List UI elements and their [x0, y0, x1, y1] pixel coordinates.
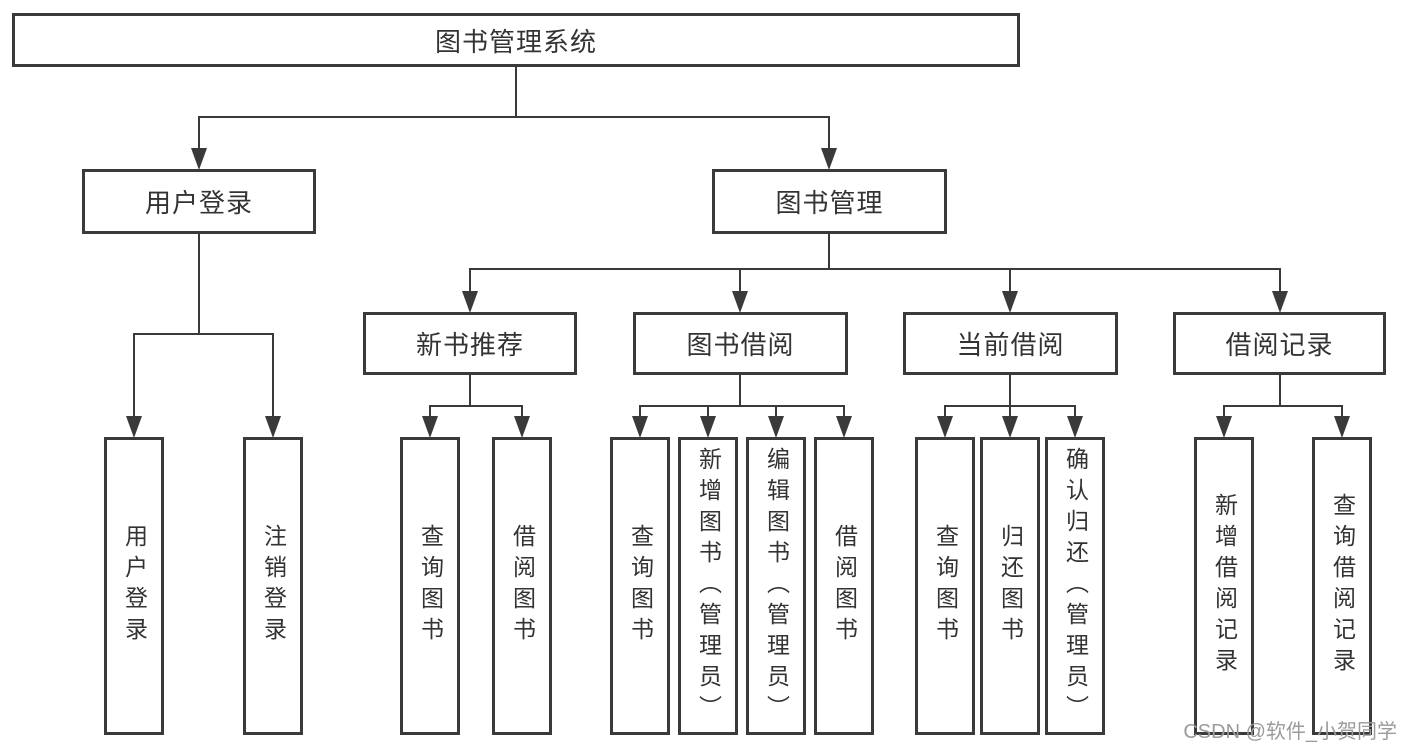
connector-l3-shaft	[1279, 269, 1281, 294]
leaf-current-confirm-return-admin: 确认归还（管理员）	[1045, 437, 1105, 735]
connector-leaf-shaft	[639, 406, 641, 418]
leaf-newbook-query-book: 查询图书	[400, 437, 460, 735]
node-user-login-label: 用户登录	[144, 188, 253, 218]
leaf-newbook-borrow-book: 借阅图书	[492, 437, 552, 735]
arrow-down-icon	[1002, 416, 1018, 438]
connector-leaf-shaft	[133, 334, 135, 418]
node-book-borrow: 图书借阅	[633, 312, 848, 375]
connector-leaf-shaft	[775, 406, 777, 418]
leaf-records-query-record: 查询借阅记录	[1312, 437, 1372, 735]
arrow-down-icon	[126, 416, 142, 438]
node-borrow-records-label: 借阅记录	[1225, 330, 1334, 360]
arrow-down-icon	[1216, 416, 1232, 438]
arrow-down-icon	[821, 148, 837, 170]
leaf-borrow-borrow-book: 借阅图书	[814, 437, 874, 735]
connector-l3-shaft	[469, 269, 471, 294]
connector-l3-shaft	[739, 269, 741, 294]
leaf-borrow-add-book-admin: 新增图书（管理员）	[678, 437, 738, 735]
connector-newbook-hbar	[429, 405, 523, 407]
leaf-label: 新增图书（管理员）	[695, 446, 722, 726]
connector-leaf-shaft	[521, 406, 523, 418]
connector-root-stem	[515, 66, 517, 117]
connector-borrow-stem	[739, 374, 741, 407]
connector-leaf-shaft	[429, 406, 431, 418]
leaf-label: 归还图书	[997, 524, 1024, 648]
connector-newbook-stem	[469, 374, 471, 407]
node-current-borrow-label: 当前借阅	[956, 330, 1065, 360]
arrow-down-icon	[732, 291, 748, 313]
connector-leaf-shaft	[707, 406, 709, 418]
leaf-current-query-book: 查询图书	[915, 437, 975, 735]
arrow-down-icon	[1002, 291, 1018, 313]
leaf-label: 借阅图书	[831, 524, 858, 648]
leaf-user-login: 用户登录	[104, 437, 164, 735]
connector-bookmgmt-stem	[828, 233, 830, 270]
arrow-down-icon	[1334, 416, 1350, 438]
connector-bookmgmt-hbar	[469, 268, 1281, 270]
arrow-down-icon	[1067, 416, 1083, 438]
connector-borrow-hbar	[639, 405, 845, 407]
node-borrow-records: 借阅记录	[1173, 312, 1386, 375]
arrow-down-icon	[1272, 291, 1288, 313]
leaf-label: 编辑图书（管理员）	[763, 446, 790, 726]
node-root-label: 图书管理系统	[434, 26, 597, 57]
arrow-down-icon	[265, 416, 281, 438]
connector-leaf-shaft	[1223, 406, 1225, 418]
connector-records-hbar	[1223, 405, 1343, 407]
leaf-label: 查询图书	[417, 524, 444, 648]
leaf-label: 借阅图书	[509, 524, 536, 648]
watermark-text: CSDN @软件_小贺同学	[1183, 721, 1397, 743]
leaf-logout: 注销登录	[243, 437, 303, 735]
leaf-borrow-edit-book-admin: 编辑图书（管理员）	[746, 437, 806, 735]
connector-l3-shaft	[1009, 269, 1011, 294]
arrow-down-icon	[191, 148, 207, 170]
leaf-label: 新增借阅记录	[1211, 493, 1238, 679]
connector-leaf-shaft	[1074, 406, 1076, 418]
node-new-book-recommend-label: 新书推荐	[415, 330, 524, 360]
node-current-borrow: 当前借阅	[903, 312, 1118, 375]
arrow-down-icon	[937, 416, 953, 438]
arrow-down-icon	[462, 291, 478, 313]
connector-leaf-shaft	[843, 406, 845, 418]
leaf-label: 查询图书	[932, 524, 959, 648]
node-user-login: 用户登录	[82, 169, 316, 234]
leaf-current-return-book: 归还图书	[980, 437, 1040, 735]
connector-leaf-shaft	[272, 334, 274, 418]
connector-userlogin-hbar	[133, 333, 274, 335]
leaf-label: 注销登录	[260, 524, 287, 648]
leaf-label: 查询图书	[627, 524, 654, 648]
connector-leaf-shaft	[1009, 406, 1011, 418]
node-book-management: 图书管理	[712, 169, 947, 234]
connector-bookmgmt-shaft	[828, 117, 830, 151]
arrow-down-icon	[836, 416, 852, 438]
node-new-book-recommend: 新书推荐	[363, 312, 577, 375]
arrow-down-icon	[768, 416, 784, 438]
node-book-management-label: 图书管理	[775, 188, 884, 218]
arrow-down-icon	[700, 416, 716, 438]
node-root: 图书管理系统	[12, 13, 1020, 67]
arrow-down-icon	[632, 416, 648, 438]
leaf-label: 用户登录	[121, 524, 148, 648]
arrow-down-icon	[422, 416, 438, 438]
node-book-borrow-label: 图书借阅	[686, 330, 795, 360]
connector-root-hbar	[198, 116, 830, 118]
connector-leaf-shaft	[944, 406, 946, 418]
arrow-down-icon	[514, 416, 530, 438]
leaf-label: 查询借阅记录	[1329, 493, 1356, 679]
connector-current-stem	[1009, 374, 1011, 407]
connector-records-stem	[1279, 374, 1281, 407]
leaf-label: 确认归还（管理员）	[1062, 446, 1089, 726]
connector-leaf-shaft	[1341, 406, 1343, 418]
connector-userlogin-stem	[198, 233, 200, 335]
leaf-borrow-query-book: 查询图书	[610, 437, 670, 735]
leaf-records-add-record: 新增借阅记录	[1194, 437, 1254, 735]
connector-userlogin-shaft	[198, 117, 200, 151]
